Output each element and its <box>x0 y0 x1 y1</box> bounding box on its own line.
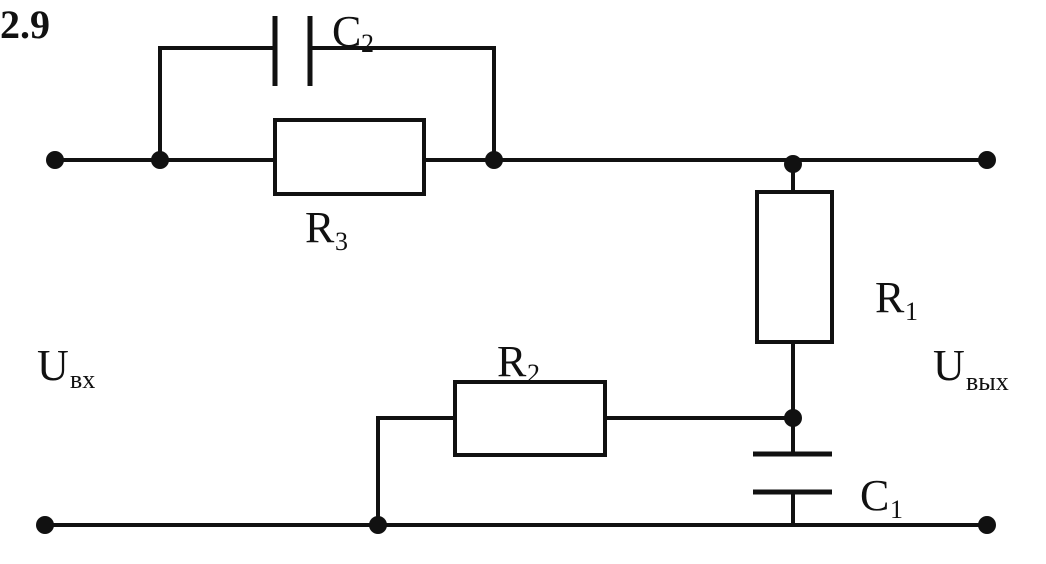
label-r1-subscript: 1 <box>905 297 918 326</box>
output-terminal-top <box>978 151 996 169</box>
label-c2-subscript: 2 <box>361 29 374 58</box>
resistor-r2 <box>453 380 607 457</box>
label-r2-letter: R <box>497 337 527 386</box>
label-output-voltage-subscript: вых <box>966 367 1009 396</box>
figure-number: 2.9 <box>0 2 50 47</box>
label-r3-letter: R <box>305 203 335 252</box>
junction-node <box>784 155 802 173</box>
junction-node <box>151 151 169 169</box>
label-input-voltage-subscript: вх <box>70 365 95 394</box>
label-c1-letter: C <box>860 471 889 520</box>
output-terminal-bottom <box>978 516 996 534</box>
label-input-voltage-letter: U <box>37 341 69 390</box>
label-c2-letter: C <box>332 7 361 56</box>
input-terminal-top <box>46 151 64 169</box>
label-output-voltage-letter: U <box>933 341 965 390</box>
input-terminal-bottom <box>36 516 54 534</box>
label-r2-subscript: 2 <box>527 359 540 388</box>
label-c1-subscript: 1 <box>890 495 903 524</box>
resistor-r1 <box>755 190 834 344</box>
resistor-r3 <box>273 118 426 196</box>
label-r1-letter: R <box>875 273 905 322</box>
junction-node <box>369 516 387 534</box>
label-r3-subscript: 3 <box>335 227 348 256</box>
junction-node <box>784 409 802 427</box>
junction-node <box>485 151 503 169</box>
